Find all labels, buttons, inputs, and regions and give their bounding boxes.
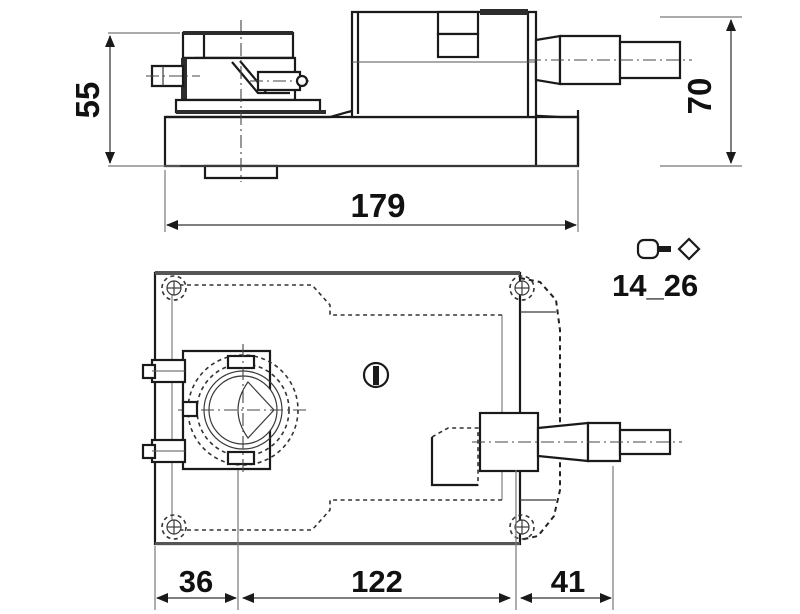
clamp-tab-top [226,354,256,370]
shaft-mid-section [558,34,622,86]
plan-inner-chamfer-bottom [172,499,502,531]
shaft-profile-round-icon [636,238,660,260]
plan-bracket-solid [430,437,478,487]
plan-shaft-clamp-assembly [141,344,306,476]
plan-corner-screw-top-left [161,275,187,301]
dim-70-label: 70 [681,78,718,115]
bottom-view [141,271,682,546]
clamp-tab-bottom [226,450,256,466]
plan-cover-right-dashed-outline [519,277,561,541]
dimension-55: 55 [69,32,180,167]
dimension-70: 70 [660,16,742,167]
plan-corner-screw-bottom-left [161,514,187,540]
dim-55-label: 55 [69,82,106,119]
plan-corner-screw-bottom-right [509,514,535,540]
dimension-122: 122 [242,564,511,603]
shaft-size-label: 14_26 [612,268,698,303]
shaft-profile-bar-icon [657,246,671,252]
side-view-output-shaft [528,34,692,86]
dim-41-label: 41 [551,564,585,599]
plan-index-marker [362,361,390,389]
housing-outline [163,115,580,168]
head-top-rail-dark [183,31,293,35]
side-view-actuator-head [146,20,326,182]
side-view-valve-body [350,9,538,119]
dim-122-label: 122 [351,564,403,599]
head-release-pin-knob [295,74,309,88]
dimension-179: 179 [164,170,579,232]
plan-housing-top-edge-shade [155,271,520,275]
plan-corner-screw-top-right [509,275,535,301]
plan-inner-chamfer-top [172,284,502,316]
plan-output-shaft-assembly [430,411,682,487]
dimension-41: 41 [520,564,612,603]
head-top-plate [181,31,295,60]
head-base-shadow [176,110,326,114]
bottom-dimension-chain: 36 122 41 [154,466,614,610]
valve-body-top-cap [480,9,528,15]
shaft-profile-annotation: 14_26 [612,237,701,303]
side-view: 55 70 179 [69,9,742,232]
dim-179-label: 179 [350,187,405,224]
valve-body-notch-upper [436,10,480,36]
head-nose-cylinder [150,64,185,88]
plan-housing-bottom-edge-shade [155,542,520,545]
clamp-keyway-tab [181,400,199,418]
clamp-bolt-upper [141,358,187,384]
dimension-36: 36 [156,564,237,603]
plan-index-marker-bar [373,366,379,385]
dim-36-label: 36 [179,564,213,599]
clamp-bolt-lower [141,438,187,464]
shaft-profile-diamond-icon [677,237,701,261]
clamp-cam-profile [237,381,275,439]
valve-body-notch-lower [436,32,480,59]
